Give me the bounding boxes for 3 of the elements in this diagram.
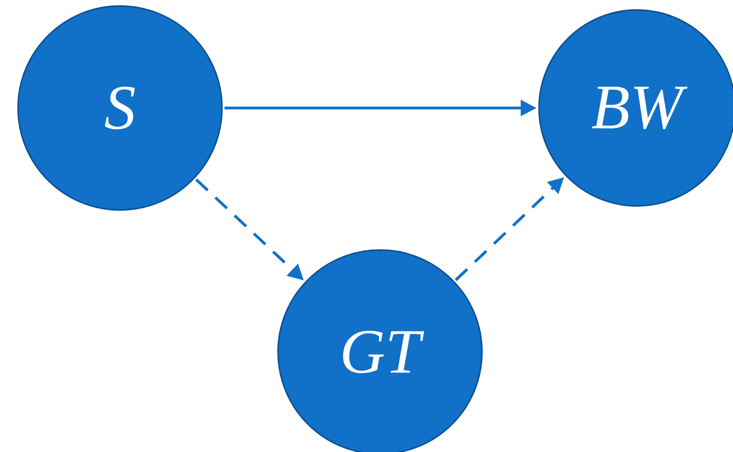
circle-node: S <box>17 5 223 211</box>
circle-node: BW <box>538 9 733 207</box>
circle-node: GT <box>277 249 483 452</box>
